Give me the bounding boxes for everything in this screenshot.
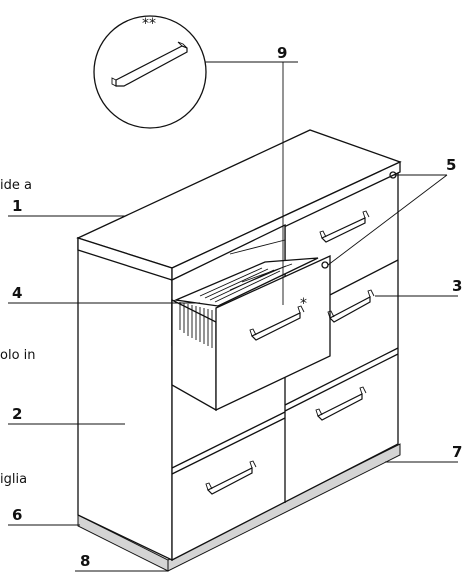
row-line-left-2: [171, 411, 286, 469]
hanging-folders: [173, 257, 319, 348]
top-panel-front-edge: [171, 160, 401, 282]
row-line-left-2b: [171, 417, 286, 475]
drawer-star-marker: *: [300, 296, 307, 312]
callout-2: 2: [12, 405, 22, 423]
callouts: 1 2 3 4 5 6 7 8 9: [12, 44, 462, 570]
row-line-right-2b: [284, 353, 399, 412]
side-panel: [77, 236, 173, 562]
callout-5: 5: [446, 156, 456, 174]
detail-handle-icon: [115, 45, 188, 87]
side-text-2: olo in: [0, 348, 36, 363]
open-drawer: [171, 254, 331, 412]
drawer-handles: [205, 210, 375, 495]
side-text-3: iglia: [0, 472, 27, 487]
leader-lines: [8, 61, 458, 572]
callout-9: 9: [277, 44, 287, 62]
drawer-handle: [250, 312, 301, 341]
callout-3: 3: [452, 277, 462, 295]
compartment-shelf: [229, 239, 286, 255]
handle-middle-right: [327, 289, 375, 323]
handle-detail: **: [93, 15, 207, 129]
drawer-front: [215, 254, 331, 412]
cabinet: [76, 129, 402, 572]
row-line-right-2: [284, 347, 399, 406]
handle-upper-right: [319, 210, 370, 243]
callout-7: 7: [452, 443, 462, 461]
detail-double-star: **: [142, 16, 156, 32]
detail-circle: [93, 15, 207, 129]
callout-8: 8: [80, 552, 90, 570]
handle-lower-left: [205, 460, 257, 495]
callout-1: 1: [12, 197, 22, 215]
side-labels: ide a olo in iglia: [0, 178, 36, 487]
side-text-1: ide a: [0, 178, 32, 193]
callout-4: 4: [12, 284, 22, 302]
callout-6: 6: [12, 506, 22, 524]
handle-lower-right: [315, 386, 367, 421]
